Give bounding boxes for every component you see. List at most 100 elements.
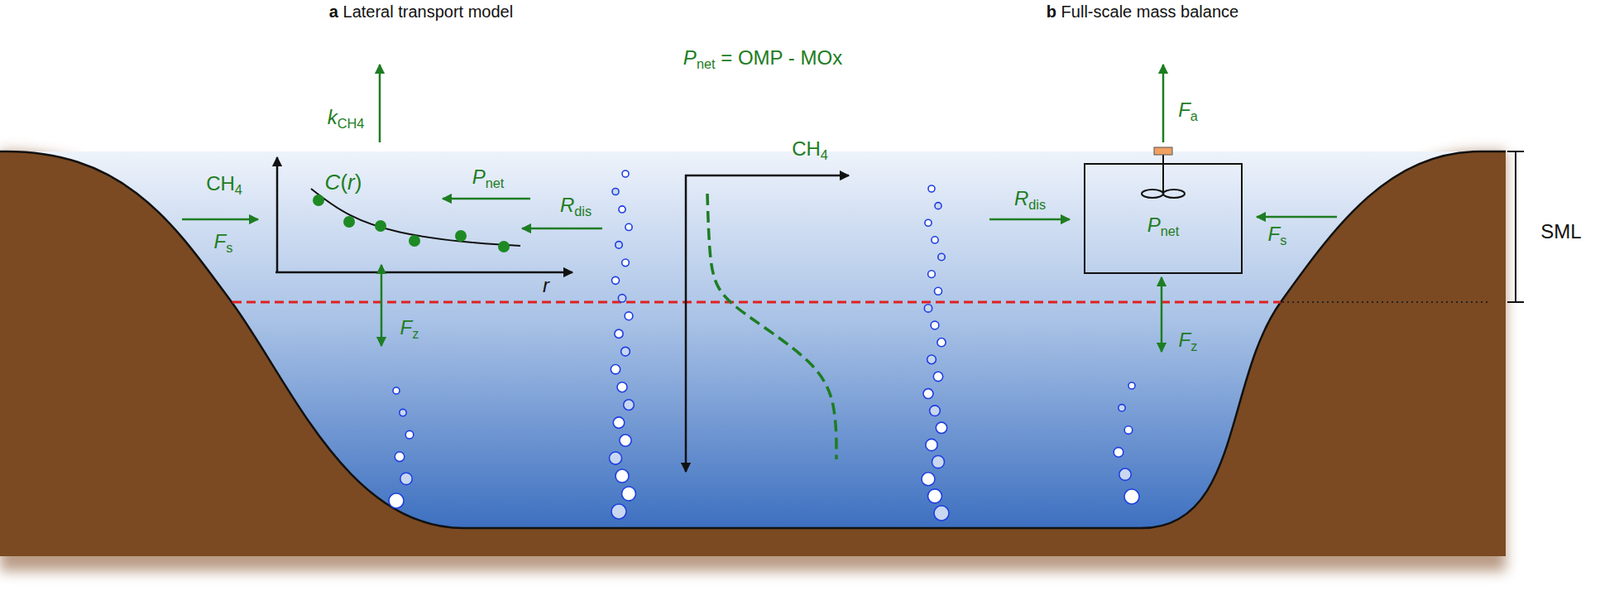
atmosphere-flux-arrow [1162,64,1165,143]
annotation-label: CH4 [205,172,243,198]
bubble [934,505,949,521]
bubble [622,486,637,501]
mixed-layer-boundary [232,301,1281,304]
annotation-label: Rdis [560,194,592,220]
bubble [1128,382,1136,389]
bubble [927,354,937,365]
annotation-label: kCH4 [327,106,365,132]
dissolution-arrow [522,227,603,230]
profile-conc-axis [685,174,849,178]
data-point [408,234,421,247]
bubble [938,253,945,260]
annotation-label: CH4 [791,138,829,163]
water-body [0,151,1506,528]
annotation-label: C(r) [325,170,363,195]
bubble [621,346,631,356]
bubble [612,276,620,284]
bubble [394,451,405,462]
bubble [400,472,412,484]
fit-curve [311,188,521,246]
bubble [1119,468,1131,480]
annotation-label: Fs [1268,223,1288,249]
bubble [935,421,947,433]
net-production-arrow [442,197,531,201]
bubble [933,371,943,381]
annotation-label: r [542,274,550,297]
bubble [931,236,939,244]
boundary-extension [1282,301,1490,303]
bubble [624,311,633,321]
bubble [622,170,629,178]
bubble [924,304,932,312]
bubble [610,364,620,374]
bubble [619,434,632,446]
sediment-flux-arrow [182,218,259,221]
mixer-symbol [1141,147,1185,198]
bubble [608,451,622,465]
annotation-label: Fz [1178,329,1198,355]
bubble [928,488,943,503]
annotation-label: Rdis [1014,187,1046,213]
bubble [613,416,624,428]
annotation-label: Fa [1178,99,1198,125]
bubble [937,338,946,347]
data-point [374,220,387,232]
gas-exchange-arrow [378,64,382,143]
chart-x-axis [275,271,573,274]
lake-bed-outline [0,151,1506,528]
bubble [392,387,400,394]
vertical-flux-arrow [380,264,384,346]
ch4-profile [707,193,837,460]
annotation-label: Pnet = OMP - MOx [683,47,843,72]
bubble [622,258,630,267]
bubble [1113,447,1124,458]
bubble [388,493,404,508]
annotation-label: Fs [214,230,234,256]
bubble [611,503,627,519]
panel-title: a Lateral transport model [329,2,513,21]
data-point [498,240,510,253]
bubble [612,187,619,195]
bubble-plumes [388,170,1140,521]
annotation-label: Pnet [472,166,505,192]
dissolution-arrow [989,218,1070,221]
annotation-label: Fz [400,316,420,342]
bubble [405,430,414,439]
ground [0,151,1506,556]
mixing-box: Pnet [1083,162,1243,274]
sml-bracket [1507,151,1524,302]
data-point [312,194,325,206]
bubble [623,399,635,411]
bubble [617,294,626,302]
bubble [923,388,934,399]
bubble [625,223,633,230]
bubble [615,241,623,249]
bubble [1118,404,1126,412]
annotation-label: SML [1540,220,1581,243]
bubble [931,455,944,469]
chart-y-axis [276,157,279,273]
bubble [618,205,626,213]
panel-title: b Full-scale mass balance [1046,2,1239,21]
bubble [921,472,935,486]
bubble [934,202,942,210]
data-point [343,215,355,228]
bubble [929,405,941,417]
bubble [934,287,943,295]
bubble [399,408,407,416]
bubble [925,438,938,451]
bubble [617,382,628,393]
bubble [1124,488,1140,504]
ground-shadow [0,151,1506,571]
bubble [614,329,623,338]
box-label: Pnet [1147,214,1180,240]
profile-depth-axis [685,174,688,472]
bubble [615,469,629,483]
bubble [930,320,939,330]
sediment-flux-arrow [1256,215,1337,219]
bubble [928,185,935,192]
bubble [924,219,932,226]
vertical-flux-arrow [1160,277,1164,352]
